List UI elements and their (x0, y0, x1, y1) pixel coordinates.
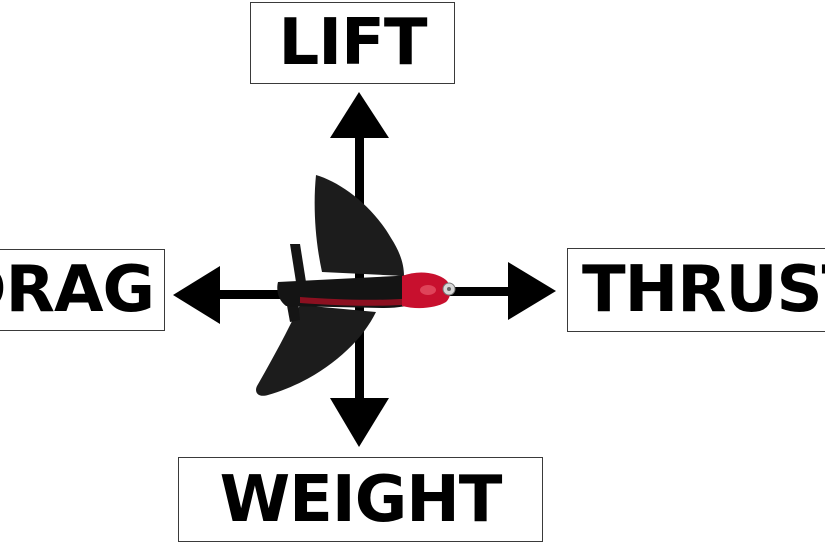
drag-label-box: DRAG (0, 249, 165, 331)
thrust-label-box: THRUST (567, 248, 825, 332)
lift-label: LIFT (278, 6, 428, 80)
weight-label-box: WEIGHT (178, 457, 543, 542)
weight-label: WEIGHT (219, 462, 503, 537)
weight-arrow-icon (330, 280, 389, 447)
drag-label: DRAG (0, 253, 155, 327)
thrust-label: THRUST (582, 253, 825, 327)
lift-label-box: LIFT (250, 2, 455, 84)
